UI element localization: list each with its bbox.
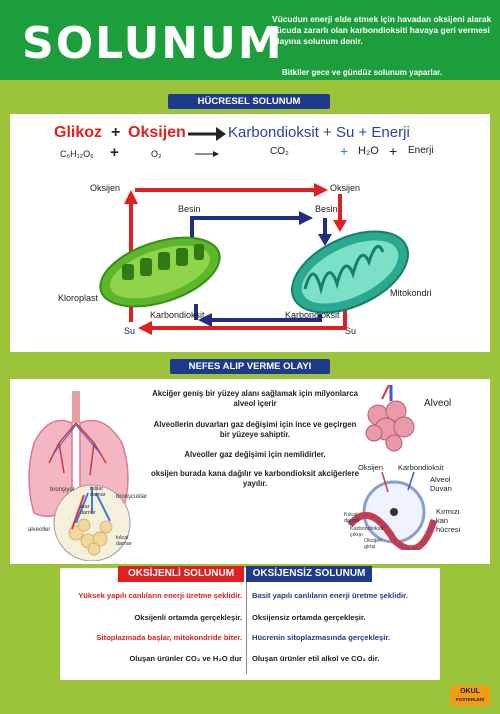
anaerobic-row-3: Hücrenin sitoplazmasında gerçekleşir. — [252, 633, 391, 642]
label-kirmizi-kan: Kırmızı kan hücresi — [436, 507, 461, 534]
label-oksijen-breath: Oksijen — [358, 463, 384, 472]
page-title: SOLUNUM — [22, 18, 284, 69]
breathing-heading: NEFES ALIP VERME OLAYI — [170, 359, 330, 374]
alveolus-cluster-illustration — [365, 384, 415, 452]
aerobic-row-4: Oluşan ürünler CO₂ ve H₂O dur — [129, 654, 242, 663]
aerobic-row-2: Oksijenli ortamda gerçekleşir. — [134, 613, 242, 622]
formula-arrow — [195, 151, 219, 157]
intro-text: Vücudun enerji elde etmek için havadan o… — [272, 14, 492, 46]
label-alveol-duvari: Alveol Duvarı — [430, 475, 453, 493]
label-mitokondri: Mitokondri — [390, 288, 432, 298]
comparison-panel — [60, 568, 440, 680]
logo-line-2: POSTERLERİ — [455, 697, 485, 702]
organelle-cycle-diagram — [99, 183, 409, 335]
label-su-right: Su — [345, 326, 357, 336]
aerobic-row-1: Yüksek yapılı canlıların enerji üretme ş… — [78, 591, 242, 600]
label-su-left: Su — [124, 326, 136, 336]
formula-plus-2: + — [340, 143, 349, 159]
label-bronsiyol: bronşiyol — [50, 487, 75, 493]
label-karbondioksit-breath: Karbondioksit — [398, 463, 444, 472]
header-band — [0, 0, 500, 80]
logo-line-1: OKUL — [460, 688, 480, 695]
label-bronscuklar: bronşcuklar — [116, 494, 148, 500]
bullet-3: Alveoller gaz değişimi için nemlidirler. — [184, 450, 326, 459]
formula-h2o: H₂O — [358, 145, 379, 157]
bullet-1: Akciğer geniş bir yüzey alanı sağlamak i… — [152, 389, 358, 408]
label-kilcal-2: Kılcal damar — [344, 512, 360, 524]
eq-arrow — [188, 127, 226, 141]
label-atar: atar damar — [80, 504, 96, 516]
label-alveoller: alveoller — [28, 527, 51, 533]
eq-products: Karbondioksit + Su + Enerji — [228, 124, 410, 141]
anaerobic-row-1: Basit yapılı canlıların enerji üretme şe… — [252, 591, 408, 600]
chloroplast-illustration — [99, 236, 221, 308]
label-karbondioksit-left: Karbondioksit — [150, 310, 205, 320]
plant-note: Bitkiler gece ve gündüz solunum yaparlar… — [282, 68, 443, 77]
label-kilcal: kılcal damar — [116, 535, 132, 547]
eq-glikoz: Glikoz — [54, 124, 103, 141]
anaerobic-heading: OKSİJENSİZ SOLUNUM — [246, 566, 372, 582]
eq-plus-1: + — [111, 124, 121, 141]
eq-oksijen: Oksijen — [128, 124, 186, 141]
aerobic-row-3: Sitoplazmada başlar, mitokondride biter. — [96, 633, 242, 642]
label-besin-left: Besin — [178, 204, 201, 214]
anaerobic-row-2: Oksijensiz ortamda gerçekleşir. — [252, 613, 366, 622]
table-divider — [246, 582, 247, 674]
lungs-illustration — [28, 391, 131, 561]
label-oksijen-left: Oksijen — [90, 183, 121, 193]
formula-energy: Enerji — [408, 145, 434, 156]
formula-co2: CO₂ — [270, 146, 289, 157]
aerobic-heading: OKSİJENLİ SOLUNUM — [118, 566, 244, 582]
bullet-4: oksijen burada kana dağılır ve karbondio… — [151, 469, 359, 488]
formula-plus-3: + — [389, 143, 398, 159]
label-oksijen-right: Oksijen — [330, 183, 361, 193]
mitochondrion-illustration — [291, 230, 409, 314]
formula-o2: O₂ — [151, 149, 162, 159]
publisher-logo: OKUL POSTERLERİ — [450, 686, 490, 706]
label-karbon-cikisi: Karbondioksit çıkışı — [350, 526, 384, 538]
cellular-panel — [10, 114, 490, 352]
label-tiljlar: tüljlar damar — [90, 486, 106, 498]
gas-exchange-illustration — [347, 471, 438, 550]
anaerobic-row-4: Oluşan ürünler etil alkol ve CO₂ dir. — [252, 654, 380, 663]
label-alveol: Alveol — [424, 398, 452, 409]
cellular-heading: HÜCRESEL SOLUNUM — [168, 94, 330, 109]
bullet-2: Alveollerin duvarları gaz değişimi için … — [153, 420, 357, 439]
formula-plus: + — [110, 144, 119, 161]
label-besin-right: Besin — [315, 204, 338, 214]
label-kloroplast: Kloroplast — [58, 293, 99, 303]
formula-glucose: C₆H₁₂O₆ — [60, 149, 94, 159]
label-oksijen-girisi: Oksijen girişi — [364, 538, 383, 550]
label-karbondioksit-right: Karbondioksit — [285, 310, 340, 320]
